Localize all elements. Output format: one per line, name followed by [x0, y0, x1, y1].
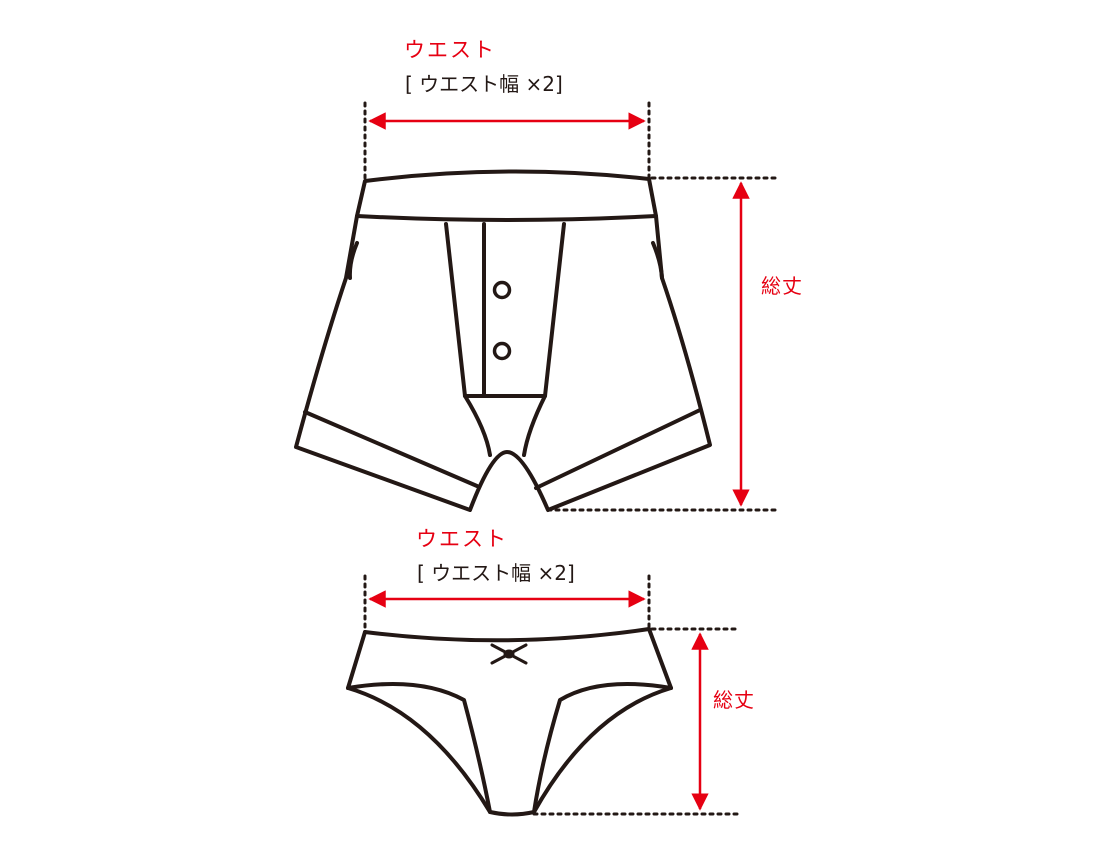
- boxer-left-hem: [303, 410, 479, 488]
- boxer-body-outline: [294, 214, 712, 512]
- brief-length-label: 総丈: [713, 688, 755, 712]
- boxer-button-bottom: [492, 341, 512, 361]
- boxer-guide-lines: [363, 101, 780, 512]
- boxer-button-top: [492, 280, 512, 300]
- boxer-dimension-arrows: [368, 112, 750, 507]
- brief-waist-note: [ ウエスト幅 ×2]: [417, 561, 575, 585]
- boxer-shorts-illustration: [294, 169, 712, 512]
- bow-icon: [490, 643, 528, 665]
- boxer-crotch-gusset: [463, 394, 547, 457]
- boxer-waist-note: [ ウエスト幅 ×2]: [405, 72, 563, 96]
- brief-waistband: [363, 627, 651, 643]
- boxer-right-hem: [534, 408, 702, 490]
- boxer-right-side-seam: [651, 241, 664, 280]
- brief-dimension-arrows: [368, 590, 709, 811]
- boxer-left-side-seam: [347, 241, 359, 280]
- boxer-waistband: [355, 169, 658, 222]
- boxer-length-label: 総丈: [761, 274, 803, 298]
- brief-leg-opening-right: [532, 682, 673, 814]
- brief-outline: [346, 627, 673, 817]
- boxer-waist-label: ウエスト: [404, 38, 496, 62]
- brief-leg-opening-left: [346, 682, 492, 814]
- boxer-fly-panel: [444, 222, 566, 398]
- brief-illustration: [346, 627, 673, 817]
- brief-guide-lines: [363, 574, 742, 816]
- brief-waist-label: ウエスト: [416, 527, 508, 551]
